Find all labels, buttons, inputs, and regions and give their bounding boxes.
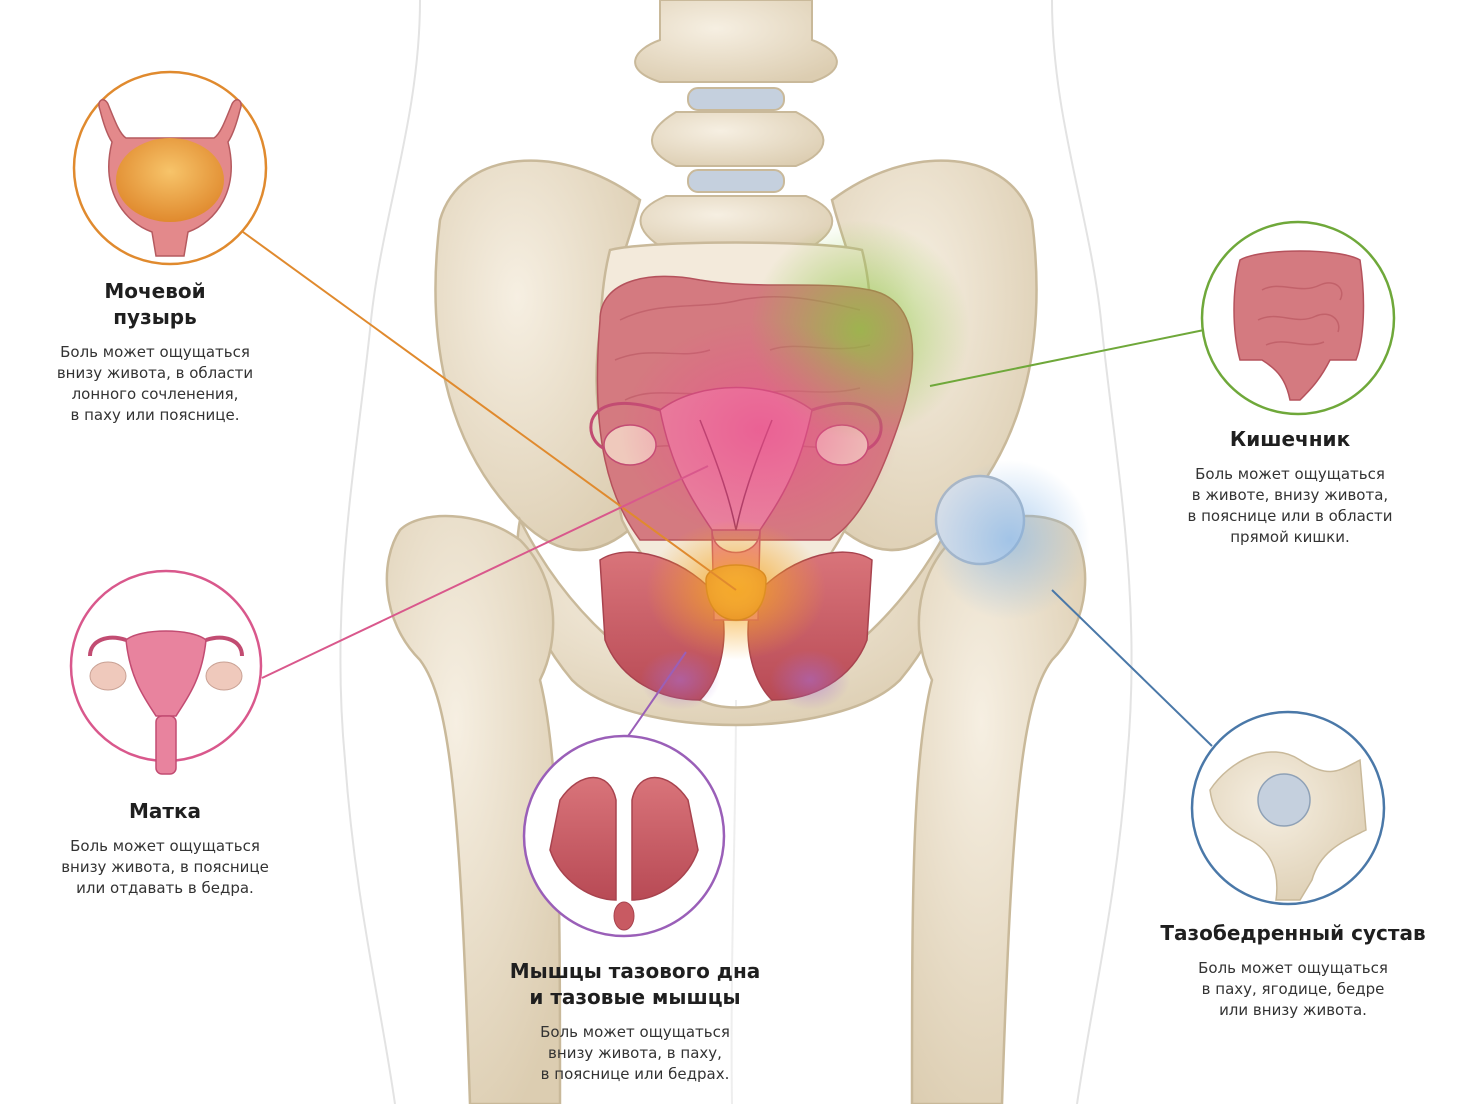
bladder-title: Мочевой пузырь	[104, 279, 206, 329]
intestine-title: Кишечник	[1229, 427, 1351, 451]
uterus-description: Боль может ощущаться внизу живота, в поя…	[61, 837, 269, 897]
lumbar-spine	[634, 0, 838, 251]
intestine-icon	[1200, 220, 1396, 416]
hip-joint-label: Тазобедренный сустав Боль может ощущатьс…	[1148, 920, 1438, 1021]
hip-joint-icon	[1190, 710, 1386, 906]
pelvic-floor-title: Мышцы тазового дна и тазовые мышцы	[509, 959, 761, 1009]
pain-glows	[620, 220, 1090, 710]
hip-joint-connector	[1051, 589, 1213, 747]
hip-joint-title: Тазобедренный сустав	[1160, 921, 1426, 945]
intestine-description: Боль может ощущаться в животе, внизу жив…	[1187, 465, 1393, 546]
connector-lines	[242, 231, 1213, 769]
body-outline	[339, 0, 1133, 1105]
hip-joint-description: Боль может ощущаться в паху, ягодице, бе…	[1198, 959, 1388, 1019]
pelvic-floor-label: Мышцы тазового дна и тазовые мышцы Боль …	[480, 958, 790, 1085]
uterus-title: Матка	[128, 799, 202, 823]
uterus-connector	[261, 465, 709, 679]
femurs	[385, 474, 1087, 1106]
bladder-label: Мочевой пузырь Боль может ощущаться вниз…	[40, 278, 270, 426]
bladder-description: Боль может ощущаться внизу живота, в обл…	[56, 343, 254, 424]
uterus-icon	[69, 569, 263, 775]
uterus-label: Матка Боль может ощущаться внизу живота,…	[40, 798, 290, 899]
bladder-icon	[72, 70, 268, 266]
intestine-label: Кишечник Боль может ощущаться в животе, …	[1160, 426, 1420, 548]
pelvic-floor-description: Боль может ощущаться внизу живота, в пах…	[540, 1023, 730, 1083]
intestine-connector	[929, 329, 1205, 387]
pelvic-floor-muscles-icon	[522, 734, 726, 938]
bladder-connector	[242, 231, 737, 591]
